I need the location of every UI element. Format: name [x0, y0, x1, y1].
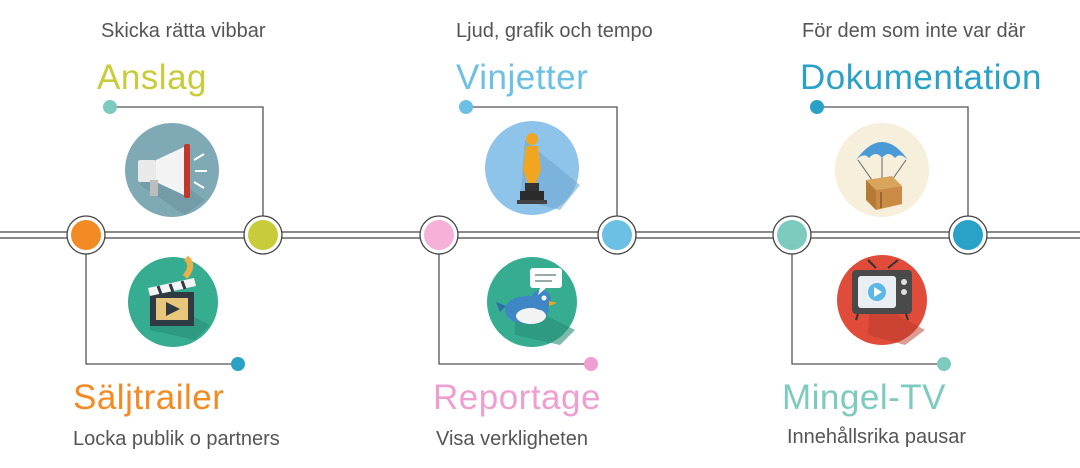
dot-anslag — [103, 100, 117, 114]
subtitle-mingel: Innehållsrika pausar — [787, 426, 966, 448]
dot-vinjetter — [459, 100, 473, 114]
node-vinjetter — [597, 215, 637, 255]
tv-icon — [837, 255, 927, 345]
connector-mingel — [791, 254, 944, 365]
subtitle-saljtrailer: Locka publik o partners — [73, 428, 280, 450]
node-mingel — [772, 215, 812, 255]
megaphone-icon — [125, 123, 219, 217]
subtitle-reportage: Visa verkligheten — [436, 428, 588, 450]
dot-mingel — [937, 357, 951, 371]
title-dokumentation: Dokumentation — [800, 58, 1042, 97]
dot-saljtrailer — [231, 357, 245, 371]
trophy-icon — [485, 121, 580, 215]
title-vinjetter: Vinjetter — [456, 58, 589, 97]
title-anslag: Anslag — [97, 58, 208, 97]
connector-saljtrailer — [85, 254, 238, 365]
title-reportage: Reportage — [433, 378, 601, 417]
title-mingel: Mingel-TV — [782, 378, 946, 417]
dot-dokumentation — [810, 100, 824, 114]
connector-anslag — [110, 106, 264, 216]
subtitle-anslag: Skicka rätta vibbar — [101, 20, 266, 42]
timeline-line — [0, 231, 1080, 239]
dot-reportage — [584, 357, 598, 371]
subtitle-dokumentation: För dem som inte var där — [802, 20, 1026, 42]
film-clapper-icon — [128, 255, 218, 347]
node-dokumentation — [948, 215, 988, 255]
connector-vinjetter — [466, 106, 618, 216]
subtitle-vinjetter: Ljud, grafik och tempo — [456, 20, 653, 42]
connector-dokumentation — [817, 106, 969, 216]
node-reportage — [419, 215, 459, 255]
connector-reportage — [438, 254, 591, 365]
node-anslag — [243, 215, 283, 255]
bird-speech-icon — [487, 257, 577, 347]
title-saljtrailer: Säljtrailer — [73, 378, 225, 417]
parachute-box-icon — [835, 123, 929, 217]
node-saljtrailer — [66, 215, 106, 255]
